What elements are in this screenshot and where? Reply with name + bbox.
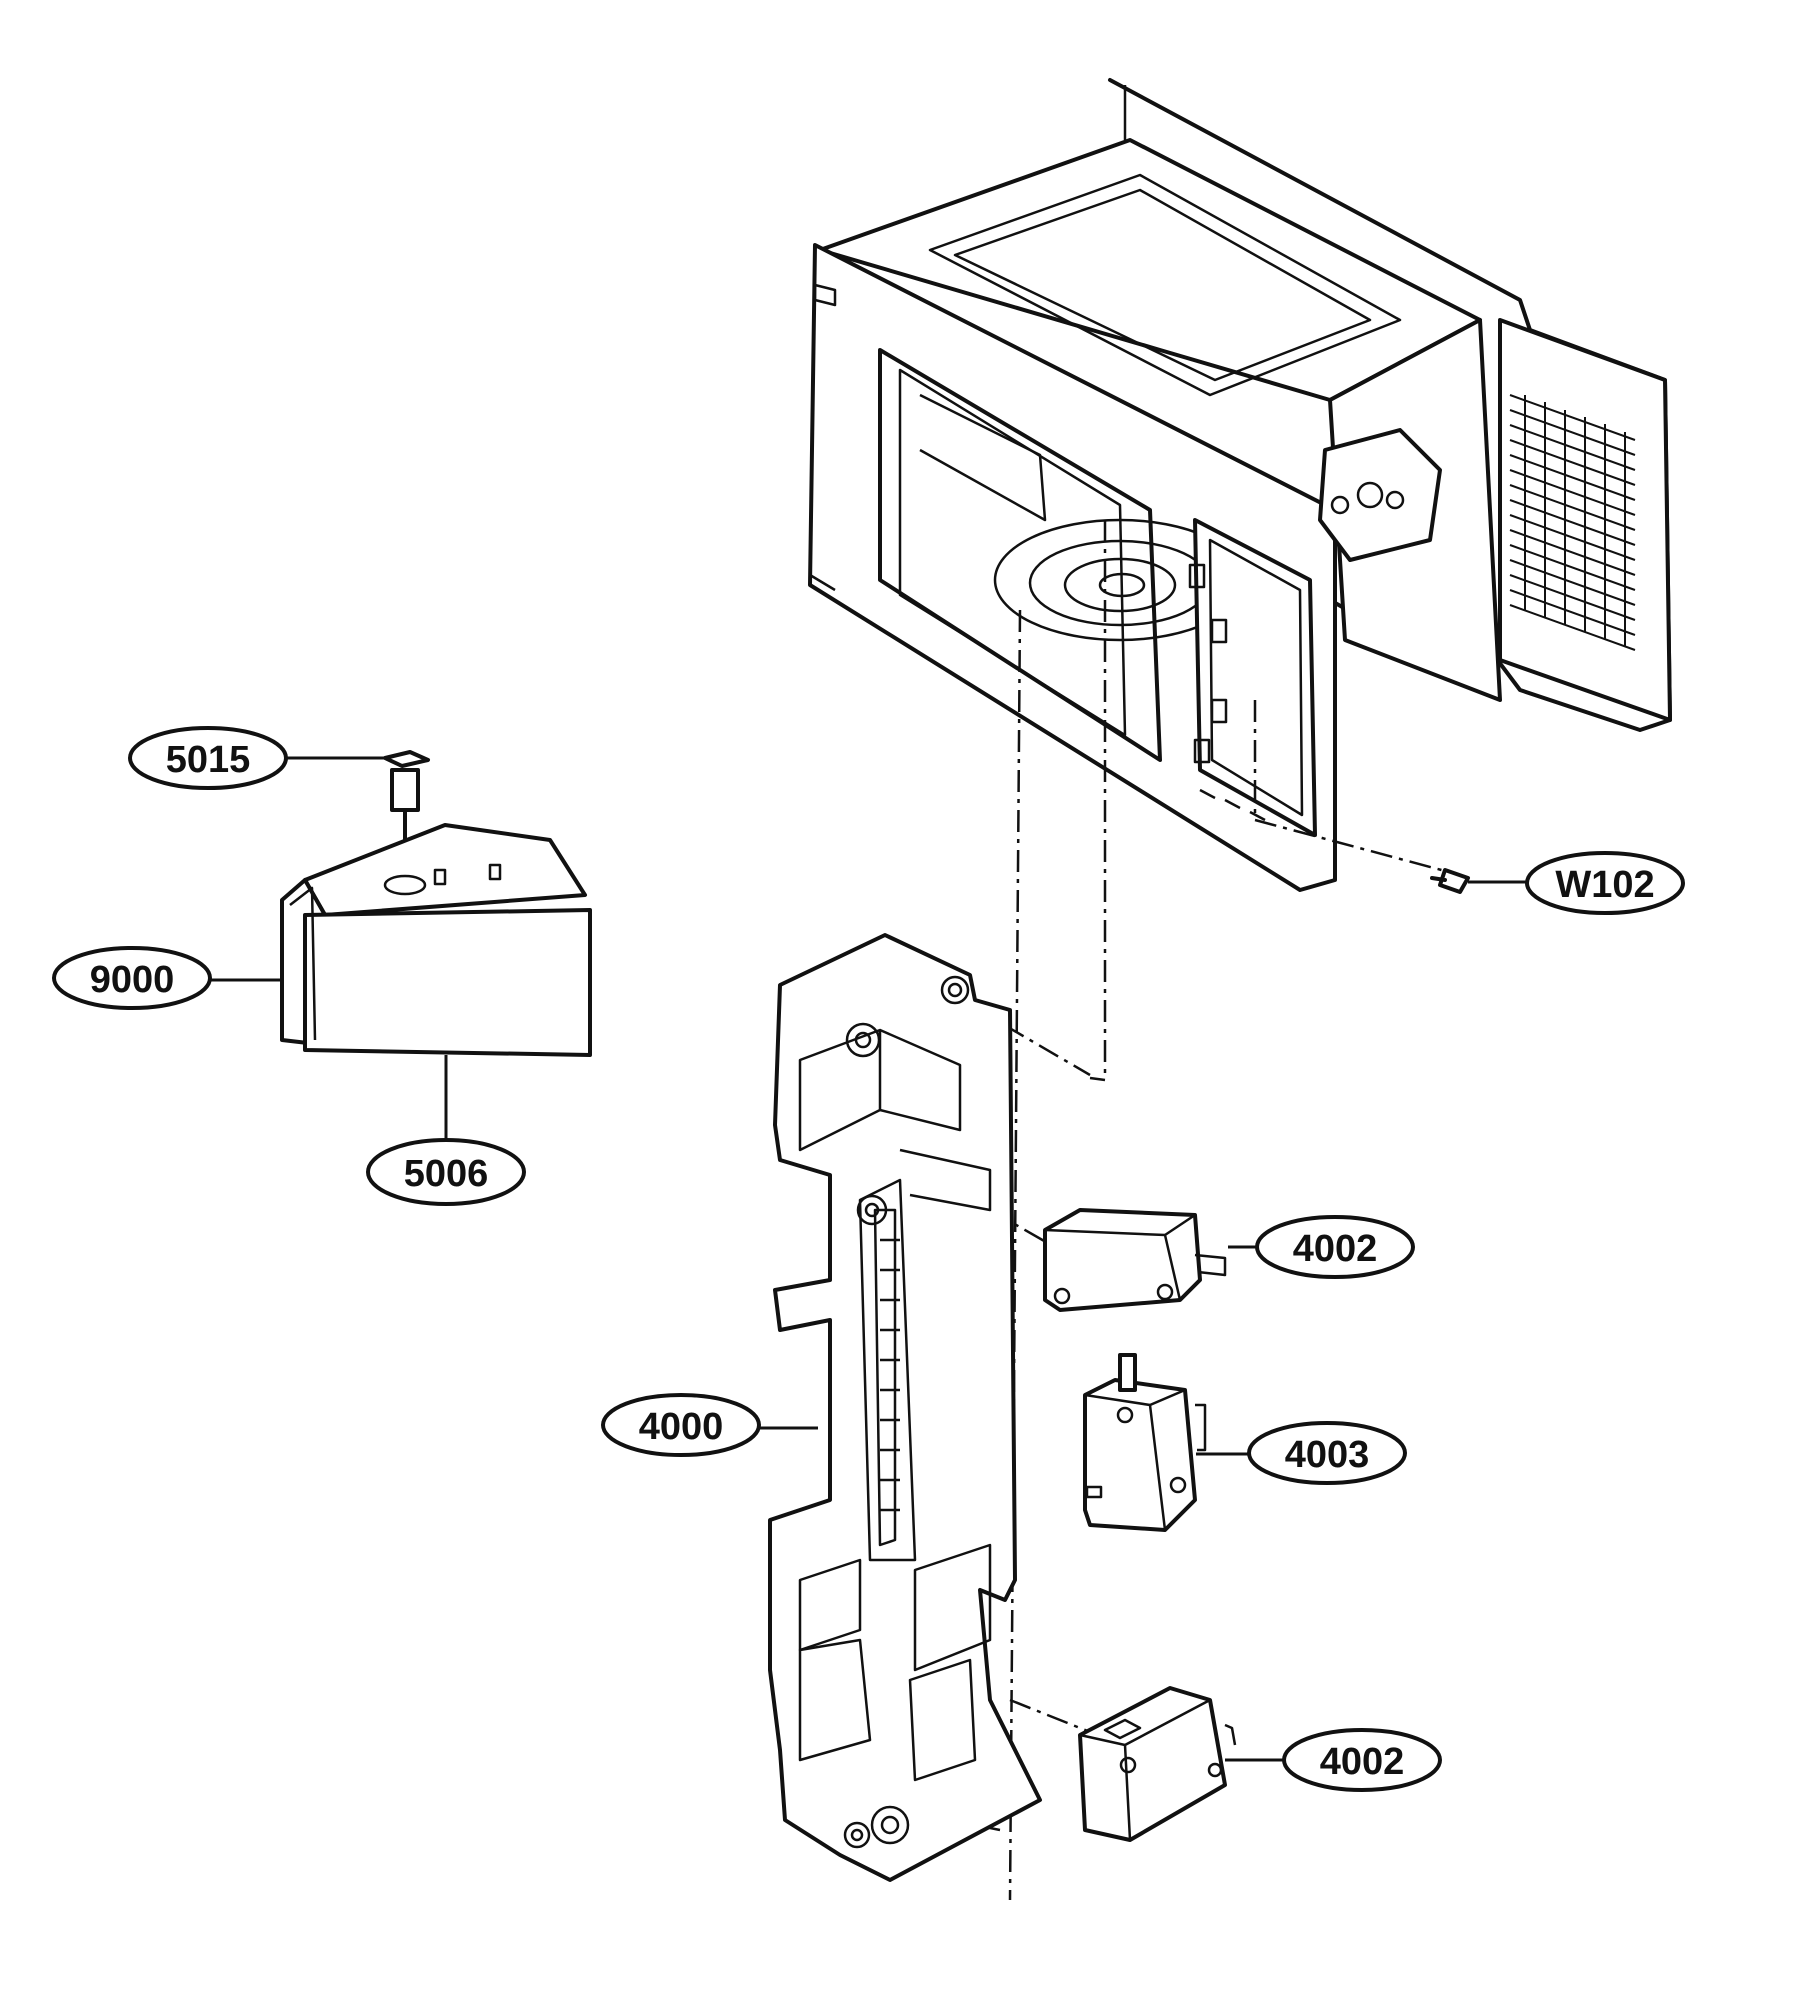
svg-text:4002: 4002 — [1320, 1741, 1405, 1783]
svg-text:9000: 9000 — [90, 959, 175, 1001]
svg-text:W102: W102 — [1555, 864, 1654, 906]
callout-4002-upper: 4002 — [1255, 1215, 1415, 1279]
cover-assembly — [280, 750, 592, 1057]
callout-4003: 4003 — [1247, 1421, 1407, 1485]
callout-9000: 9000 — [52, 946, 212, 1010]
switch-4003 — [1083, 1353, 1207, 1532]
svg-text:5015: 5015 — [166, 739, 251, 781]
screw-w102-icon — [1430, 868, 1470, 894]
latch-board — [768, 933, 1042, 1882]
callout-4002-lower: 4002 — [1282, 1728, 1442, 1792]
svg-text:4002: 4002 — [1293, 1228, 1378, 1270]
cavity-assembly — [808, 78, 1672, 892]
callout-w102: W102 — [1525, 851, 1685, 915]
callout-5015: 5015 — [128, 726, 288, 790]
callout-5006: 5006 — [366, 1138, 526, 1206]
switch-4002-upper — [1043, 1208, 1227, 1312]
svg-text:4003: 4003 — [1285, 1434, 1370, 1476]
vent-grille-icon — [1509, 394, 1636, 651]
svg-text:4000: 4000 — [639, 1406, 724, 1448]
svg-text:5006: 5006 — [404, 1153, 489, 1195]
callout-4000: 4000 — [601, 1393, 761, 1457]
switch-4002-lower — [1078, 1686, 1237, 1842]
